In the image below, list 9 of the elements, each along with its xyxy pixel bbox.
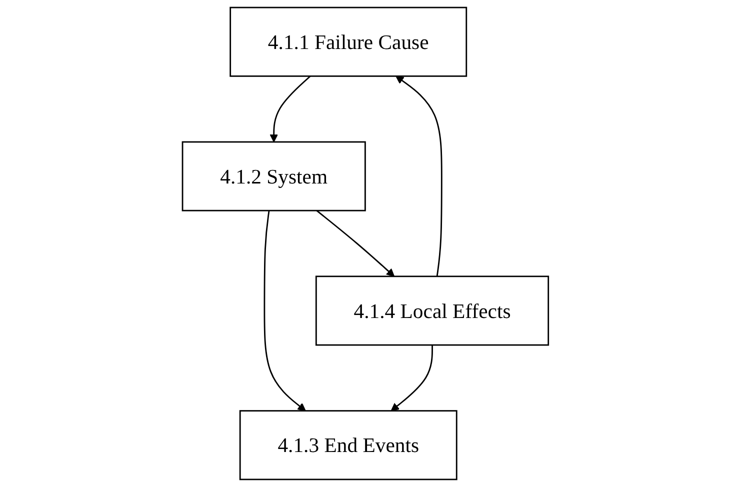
arrow (396, 76, 442, 276)
node-box: 4.1.2 System (182, 141, 366, 212)
arrow (390, 345, 434, 412)
node-box: 4.1.4 Local Effects (316, 276, 550, 346)
arrow (316, 210, 395, 277)
arrow (270, 76, 311, 142)
arrow (264, 210, 306, 412)
node-box: 4.1.3 End Events (239, 410, 458, 480)
node-box: 4.1.1 Failure Cause (230, 6, 468, 77)
